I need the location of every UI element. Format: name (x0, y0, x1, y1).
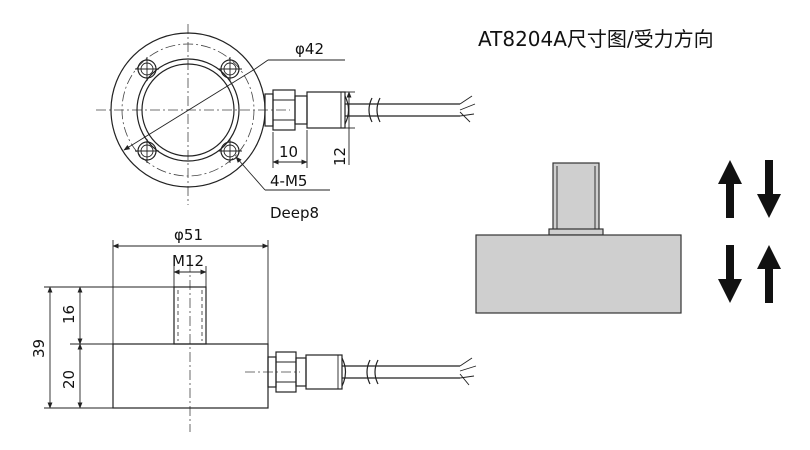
bolt-hole-bottom-left (135, 139, 159, 163)
drawing-title: AT8204A尺寸图/受力方向 (478, 27, 714, 51)
phi42-leader (254, 59, 269, 70)
phi42-label: φ42 (295, 40, 324, 58)
bolt-hole-bottom-right (218, 139, 242, 163)
down-arrow-icon (718, 245, 742, 303)
hole-depth-label: Deep8 (270, 204, 319, 222)
top-view: φ42 4-M5 Deep8 (96, 24, 476, 222)
up-arrow-icon (718, 160, 742, 218)
m12-label: M12 (172, 252, 204, 270)
bolt-hole-top-left (135, 57, 159, 81)
inner-ring-inner (141, 63, 235, 157)
force-body (475, 234, 682, 314)
bolt-hole-top-right (218, 57, 242, 81)
cable-gland-side (267, 351, 347, 393)
inner-ring-outer (136, 58, 240, 162)
cable-side (342, 357, 477, 386)
cable-top (345, 95, 476, 123)
hole-leader (235, 156, 266, 191)
bolt-circle (121, 43, 255, 177)
force-stud (552, 162, 600, 234)
cable-gland-top (264, 89, 350, 131)
force-diagram (475, 160, 781, 314)
dim12-label: 12 (331, 147, 349, 166)
down-arrow-icon (757, 160, 781, 218)
force-stud-collar (548, 228, 604, 236)
dim20-label: 20 (60, 370, 78, 389)
up-arrow-icon (757, 245, 781, 303)
dim16-label: 16 (60, 305, 78, 324)
hole-spec-label: 4-M5 (270, 172, 307, 190)
dim39-label: 39 (30, 339, 48, 358)
dim10-label: 10 (279, 143, 298, 161)
phi51-label: φ51 (174, 226, 203, 244)
side-view: φ51 M12 39 16 20 (30, 226, 477, 432)
phi42-dimension-line (123, 68, 256, 151)
threaded-stud (173, 286, 207, 345)
sensor-body (112, 343, 269, 409)
